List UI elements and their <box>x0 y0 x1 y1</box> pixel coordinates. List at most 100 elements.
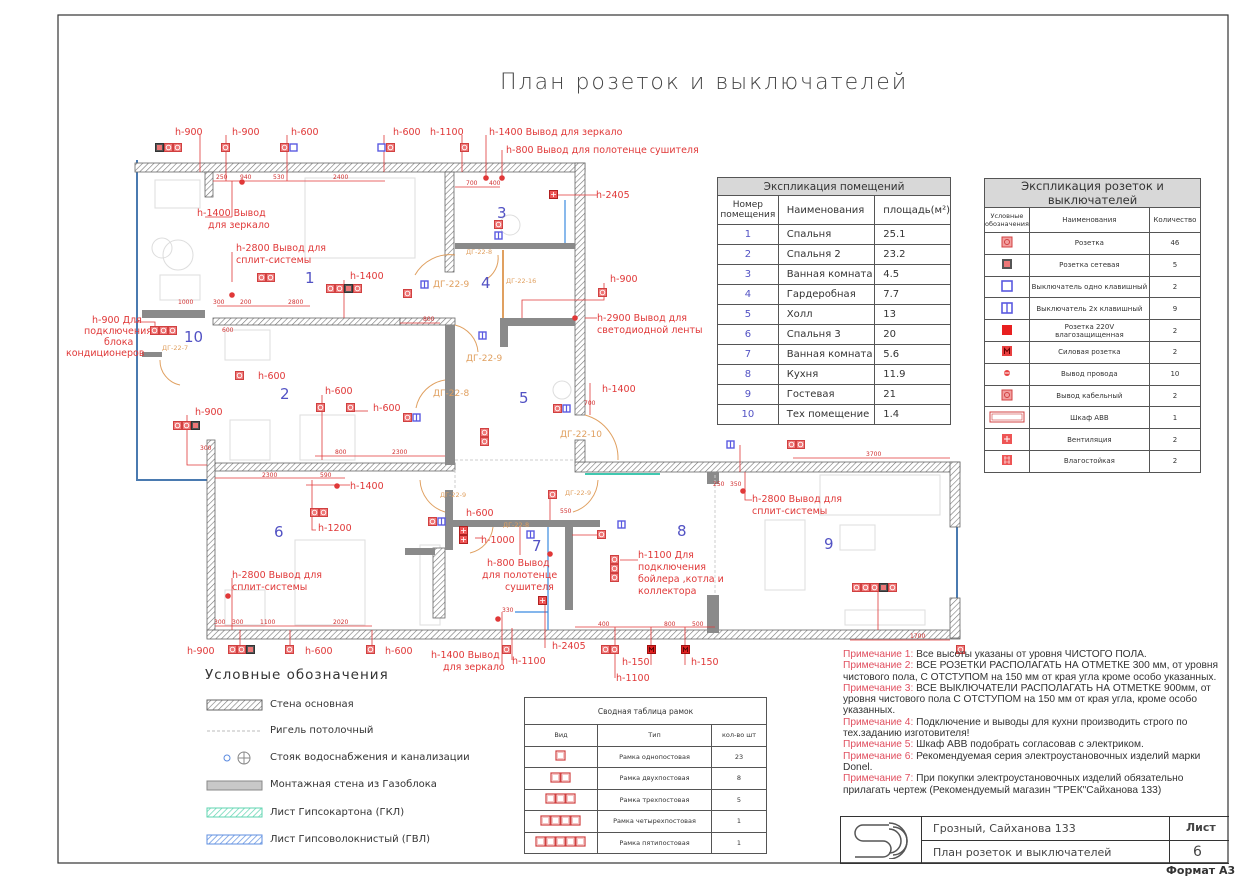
col-header: Количество <box>1148 207 1202 233</box>
note-label: Примечание 2: <box>843 660 914 672</box>
annotation-label: h-600 <box>325 386 353 397</box>
room-number: 6 <box>274 523 284 541</box>
legend-label: Монтажная стена из Газоблока <box>270 779 437 790</box>
dimension-label: 300 <box>200 445 212 452</box>
note-text: Подключение и выводы для кухни производи… <box>843 716 1188 740</box>
annotation-label: h-1100 <box>616 673 650 684</box>
note: Примечание 2: ВСЕ РОЗЕТКИ РАСПОЛАГАТЬ НА… <box>843 660 1228 683</box>
note-text: При покупки электроустановочных изделий … <box>843 773 1184 796</box>
annotation-label: h-1100 Для <box>638 550 694 561</box>
notes: Примечание 1: Все высоты указаны от уров… <box>843 649 1228 796</box>
dimension-label: 2300 <box>262 472 278 479</box>
outlet-name-cell: Вывод кабельный <box>1028 384 1150 408</box>
door-label: ДГ-22-16 <box>506 277 537 285</box>
room-table-title: Экспликация помещений <box>717 177 951 196</box>
room-number-cell: 3 <box>717 264 779 285</box>
dimension-label: 1000 <box>178 299 194 306</box>
dimension-label: 3700 <box>866 451 882 458</box>
annotation-label: h-900 Для <box>92 315 142 326</box>
note-label: Примечание 1: <box>843 649 914 660</box>
note-text: ВСЕ РОЗЕТКИ РАСПОЛАГАТЬ НА ОТМЕТКЕ 300 м… <box>843 660 1219 683</box>
outlet-name-cell: Розетка сетевая <box>1028 253 1150 277</box>
room-name-cell: Ванная комната <box>777 344 876 365</box>
outlet-qty-cell: 2 <box>1148 384 1202 408</box>
cable-outlet-icon <box>1001 389 1013 401</box>
dimension-label: 500 <box>692 621 704 628</box>
door-label: ДГ-22-9 <box>466 354 503 364</box>
symbol-cell <box>984 275 1030 299</box>
dimension-label: 400 <box>489 180 501 187</box>
outlet-name-cell: Вывод провода <box>1028 362 1150 386</box>
col-header: Условные обозначения <box>984 207 1030 233</box>
frame-symbol-cell <box>524 745 598 768</box>
room-number: 2 <box>280 385 290 403</box>
col-header: Тип <box>597 724 712 747</box>
note: Примечание 7: При покупки электроустанов… <box>843 773 1228 796</box>
annotation-label: h-1100 <box>430 127 464 138</box>
outlet-qty-cell: 2 <box>1148 340 1202 364</box>
annotation-label: h-600 <box>305 646 333 657</box>
symbol-cell <box>984 253 1030 277</box>
annotation-label: для полотенце <box>482 570 558 581</box>
room-name-cell: Холл <box>777 304 876 325</box>
outlet-name-cell: Выключатель 2х клавишный <box>1028 297 1150 321</box>
annotation-label: h-2900 Вывод для <box>597 313 688 324</box>
symbol-cell <box>984 384 1030 408</box>
door-label: ДГ-22-8 <box>503 521 530 529</box>
annotation-label: h-1400 <box>350 481 384 492</box>
door-label: ДГ-22-9 <box>433 280 470 290</box>
annotation-label: h-600 <box>385 646 413 657</box>
annotation-label: h-600 <box>393 127 421 138</box>
outlet-qty-cell: 10 <box>1148 362 1202 386</box>
frame-symbol-cell <box>524 831 598 854</box>
outlet-qty-cell: 5 <box>1148 253 1202 277</box>
annotation-label: кондиционеров <box>66 348 145 359</box>
frame-symbol-cell <box>524 810 598 833</box>
wire-outlet-icon <box>1003 370 1010 377</box>
dimension-label: 800 <box>423 316 435 323</box>
room-number: 10 <box>184 328 204 346</box>
frame-type-cell: Рамка однопостовая <box>597 745 712 768</box>
symbol-cell <box>984 319 1030 342</box>
annotation-label: h-900 <box>187 646 215 657</box>
room-number-cell: 4 <box>717 284 779 305</box>
dimension-label: 600 <box>222 327 234 334</box>
annotation-label: h-1400 <box>350 271 384 282</box>
room-number: 8 <box>677 522 687 540</box>
power-socket-icon <box>1001 346 1012 357</box>
outlet-qty-cell: 1 <box>1148 406 1202 430</box>
annotation-label: h-2405 <box>596 190 630 201</box>
outlet-table-title: Экспликация розеток и выключателей <box>984 178 1201 208</box>
network-socket-icon <box>1001 259 1012 270</box>
symbol-cell <box>984 340 1030 364</box>
outlet-table: Экспликация розеток и выключателей Услов… <box>984 178 1202 473</box>
room-name-cell: Спальня 3 <box>777 324 876 345</box>
dimension-label: 250 <box>713 481 725 488</box>
annotation-label: h-600 <box>258 371 286 382</box>
dimension-label: 2300 <box>392 449 408 456</box>
room-name-cell: Ванная комната <box>777 264 876 285</box>
annotation-label: h-1100 <box>512 656 546 667</box>
dimension-label: 300 <box>214 619 226 626</box>
paper-format: Формат А3 <box>1166 864 1236 877</box>
frame-type-cell: Рамка двухпостовая <box>597 767 712 790</box>
room-area-cell: 23.2 <box>874 244 951 265</box>
room-name-cell: Спальня 2 <box>777 244 876 265</box>
dimension-label: 700 <box>584 400 596 407</box>
room-area-cell: 21 <box>874 384 951 405</box>
room-area-cell: 4.5 <box>874 264 951 285</box>
annotation-label: коллектора <box>638 586 697 597</box>
